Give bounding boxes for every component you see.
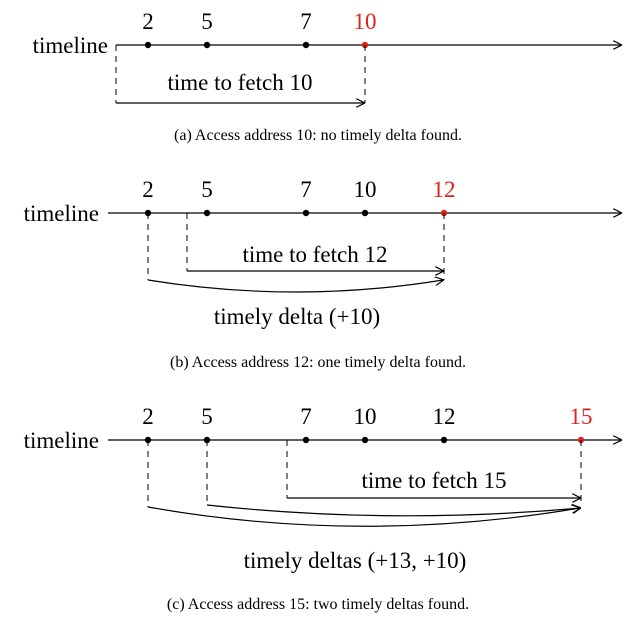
point-2: 2 — [142, 177, 154, 217]
point-label: 10 — [354, 404, 377, 429]
fetch-label: time to fetch 12 — [243, 242, 388, 267]
point-2: 2 — [142, 404, 154, 444]
point-5: 5 — [201, 9, 213, 49]
timeline-label: timeline — [33, 33, 108, 58]
target-label: 12 — [433, 177, 456, 202]
point-10: 10 — [354, 404, 377, 444]
delta-arrow-plus-10 — [147, 280, 443, 293]
caption: (c) Access address 15: two timely deltas… — [167, 596, 469, 613]
point-7: 7 — [300, 177, 312, 217]
point-label: 5 — [201, 9, 213, 34]
point-label: 7 — [300, 9, 312, 34]
point-5: 5 — [201, 404, 213, 444]
timeline-label: timeline — [24, 201, 99, 226]
target-point: 12 — [433, 177, 456, 217]
point-label: 2 — [142, 9, 154, 34]
target-label: 15 — [570, 404, 593, 429]
point-label: 10 — [354, 177, 377, 202]
fetch-label: time to fetch 10 — [168, 70, 313, 95]
point-5: 5 — [201, 177, 213, 217]
panel-c: timeline 2 5 7 10 12 15 ti — [24, 404, 621, 613]
point-2: 2 — [142, 9, 154, 49]
point-label: 7 — [300, 177, 312, 202]
delta-label: timely deltas (+13, +10) — [244, 548, 467, 573]
target-label: 10 — [354, 9, 377, 34]
timeline-label: timeline — [24, 428, 99, 453]
fetch-label: time to fetch 15 — [362, 468, 507, 493]
point-7: 7 — [300, 404, 312, 444]
caption: (a) Access address 10: no timely delta f… — [174, 127, 462, 144]
panel-b: timeline 2 5 7 10 12 time to fetch 12 ti… — [24, 177, 621, 371]
target-point: 10 — [354, 9, 377, 49]
point-label: 5 — [201, 177, 213, 202]
point-label: 5 — [201, 404, 213, 429]
caption: (b) Access address 12: one timely delta … — [170, 354, 466, 371]
point-label: 2 — [142, 404, 154, 429]
target-point: 15 — [570, 404, 593, 444]
point-label: 7 — [300, 404, 312, 429]
point-label: 2 — [142, 177, 154, 202]
point-10: 10 — [354, 177, 377, 217]
point-label: 12 — [433, 404, 456, 429]
point-7: 7 — [300, 9, 312, 49]
point-12: 12 — [433, 404, 456, 444]
delta-arrow-plus-13 — [147, 507, 580, 527]
panel-a: timeline 2 5 7 10 time to fetch 10 (a) A… — [33, 9, 621, 144]
delta-arrow-plus-10 — [206, 505, 580, 517]
delta-label: timely delta (+10) — [214, 304, 380, 329]
